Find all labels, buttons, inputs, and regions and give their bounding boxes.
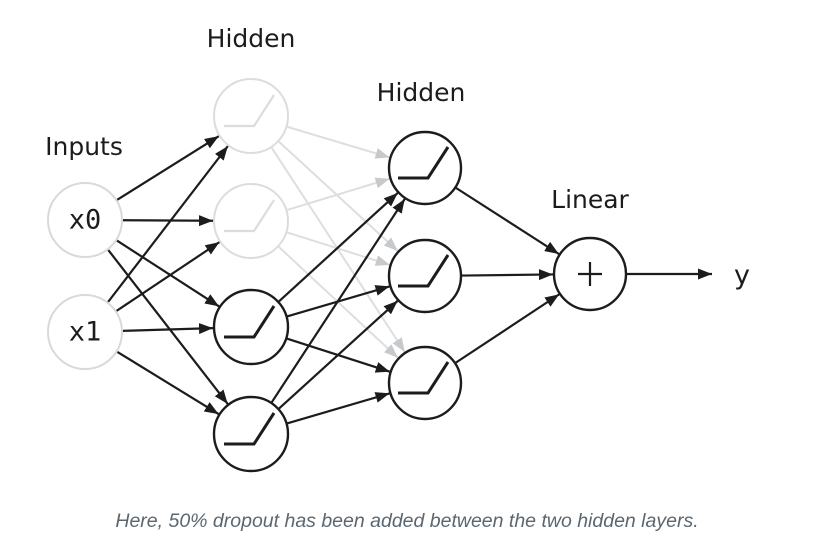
hidden-node-dropped <box>213 183 289 259</box>
edge-x0-h1a <box>116 135 220 201</box>
figure-caption: Here, 50% dropout has been added between… <box>115 510 699 532</box>
relu-icon <box>224 94 275 128</box>
input-node-label: x0 <box>69 205 102 236</box>
node-circle <box>387 238 463 314</box>
hidden-node <box>212 395 290 473</box>
edge-h1b-h2a <box>287 177 390 211</box>
edge-h1c-h2a <box>278 192 399 303</box>
edge-h1d-h2a <box>270 198 406 403</box>
nodes-layer: x0 x1 <box>47 78 628 473</box>
hidden-node <box>387 345 463 421</box>
relu-icon <box>224 412 276 446</box>
edge-h1a-h2b <box>278 140 399 252</box>
hidden-node-dropped <box>213 78 289 154</box>
relu-icon <box>398 146 450 180</box>
edge-h2b-sum <box>461 269 554 281</box>
input-node-label: x1 <box>69 317 102 348</box>
edges-layer <box>107 125 712 425</box>
relu-icon <box>224 305 276 339</box>
hidden-node <box>387 130 463 206</box>
hidden-node <box>387 238 463 314</box>
output-label: y <box>734 260 750 291</box>
labels-layer: Hidden Hidden Inputs Linear y <box>45 24 750 291</box>
layer-label-hidden-2: Hidden <box>377 78 466 107</box>
node-circle <box>213 78 289 154</box>
input-node-x1: x1 <box>47 294 123 370</box>
sum-node <box>552 236 628 312</box>
edge-h2a-sum <box>455 187 560 255</box>
node-circle <box>212 395 290 473</box>
node-circle <box>47 182 123 258</box>
node-circle <box>213 183 289 259</box>
edge-h1b-h2b <box>286 231 391 266</box>
relu-icon <box>224 199 275 233</box>
edge-h2c-sum <box>455 293 560 364</box>
layer-label-inputs: Inputs <box>45 132 123 161</box>
edge-x0-h1b <box>122 215 214 227</box>
node-circle <box>47 294 123 370</box>
layer-label-linear: Linear <box>551 185 629 214</box>
edge-x0-h1c <box>116 239 220 308</box>
layer-label-hidden-1: Hidden <box>207 24 296 53</box>
node-circle <box>387 130 463 206</box>
hidden-node <box>212 288 290 366</box>
edge-x1-h1d <box>116 350 220 416</box>
edge-x1-h1b <box>115 241 221 312</box>
edge-h1d-h2c <box>287 392 390 425</box>
node-circle <box>212 288 290 366</box>
network-diagram: x0 x1 Hidden Hidden Inputs Linear y <box>45 24 750 473</box>
edge-x1-h1a <box>107 145 229 303</box>
node-circle <box>387 345 463 421</box>
input-node-x0: x0 <box>47 182 123 258</box>
edge-x1-h1c <box>122 323 214 335</box>
edge-h1a-h2a <box>287 125 390 159</box>
relu-icon <box>398 361 450 395</box>
edge-h1d-h2b <box>278 300 399 410</box>
edge-h1a-h2c <box>270 147 406 353</box>
relu-icon <box>398 254 450 288</box>
